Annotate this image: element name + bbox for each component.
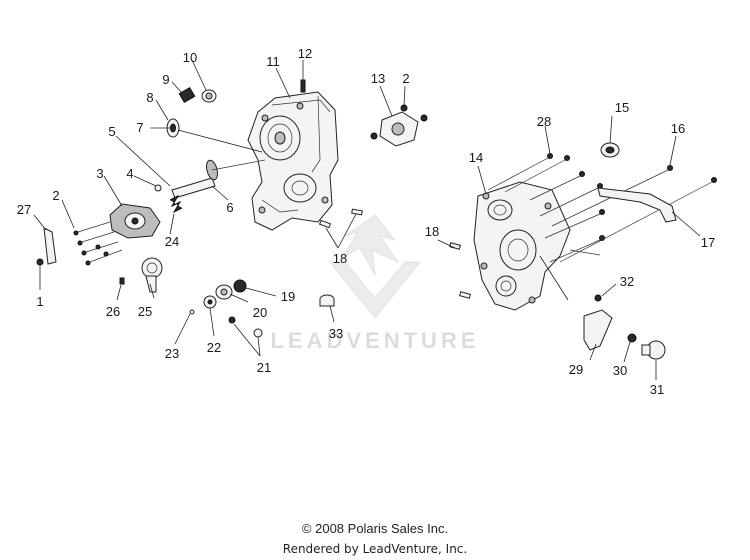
cover-3 [109,203,161,239]
nut-32 [594,294,602,302]
callout-24: 24 [165,234,179,249]
bearing-22 [203,295,217,309]
spring-24 [169,194,183,214]
callout-31: 31 [650,382,664,397]
leader-lines [33,59,701,380]
screw-26 [119,277,125,285]
callout-28: 28 [537,114,551,129]
watermark-text: LEADVENTURE [270,328,479,353]
callout-22: 22 [207,340,221,355]
bearing-15 [600,142,620,158]
plug-10 [201,89,217,103]
bolts-left [73,221,123,266]
callout-18-center: 18 [333,251,347,266]
sensor-25 [141,257,163,293]
callout-14: 14 [469,150,483,165]
bracket-27 [43,227,57,265]
washer-23 [189,309,195,315]
callout-13: 13 [371,71,385,86]
cap-33 [319,294,335,307]
copyright-text: © 2008 Polaris Sales Inc. [301,521,449,536]
callout-9: 9 [162,72,169,87]
callout-19: 19 [281,289,295,304]
gear-20 [215,284,233,300]
shaft-6 [171,159,266,199]
callout-7: 7 [136,120,143,135]
callout-15: 15 [615,100,629,115]
pins-18-center [318,208,363,229]
callout-11: 11 [266,54,280,69]
gearcase-cover-14 [473,181,571,311]
callout-10: 10 [183,50,197,65]
callout-16: 16 [671,121,685,136]
callout-18-right: 18 [425,224,439,239]
callout-2-right: 2 [402,71,409,86]
callout-12: 12 [298,46,312,61]
callout-17: 17 [701,235,715,250]
callout-30: 30 [613,363,627,378]
callout-5: 5 [108,124,115,139]
callout-33: 33 [329,326,343,341]
gearcase-housing [247,91,339,231]
callout-8: 8 [146,90,153,105]
bracket-29 [583,309,613,351]
bracket-17 [597,187,677,223]
dowel-pin-12 [300,79,306,93]
callout-21: 21 [257,360,271,375]
nut-30 [627,333,637,343]
rendered-by-text: Rendered by LeadVenture, Inc. [282,542,468,556]
callout-29: 29 [569,362,583,377]
callout-4: 4 [126,166,133,181]
gear-19 [233,279,247,293]
callout-26: 26 [106,304,120,319]
callout-1: 1 [36,294,43,309]
pins-18-right [449,242,471,299]
callout-23: 23 [165,346,179,361]
nuts-21 [228,316,263,338]
callout-27: 27 [17,202,31,217]
washer-4 [154,184,162,192]
cover-plate-13 [370,104,428,147]
seal-8 [166,118,180,138]
nut-1 [36,258,44,266]
callout-2-left: 2 [52,188,59,203]
callout-32: 32 [620,274,634,289]
callout-3: 3 [96,166,103,181]
callout-6: 6 [226,200,233,215]
bearing-9 [178,86,196,104]
callout-numbers: 1 2 2 3 4 5 6 7 8 9 10 11 12 13 14 15 16… [17,46,715,397]
knob-31 [641,340,666,360]
watermark: LEADVENTURE [270,214,479,353]
callout-25: 25 [138,304,152,319]
callout-20: 20 [253,305,267,320]
